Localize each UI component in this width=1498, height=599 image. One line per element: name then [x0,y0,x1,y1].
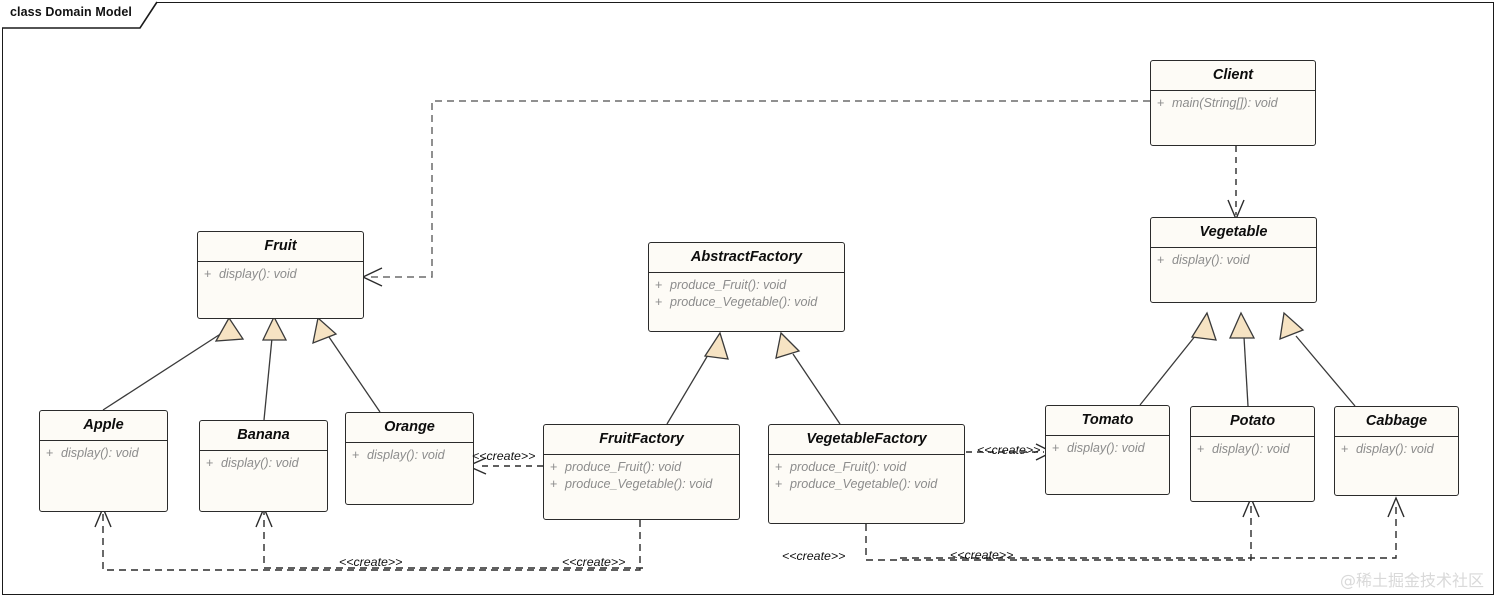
class-name-client: Client [1151,61,1315,91]
operation-row: + display(): void [352,447,467,464]
operation-row: + produce_Vegetable(): void [550,476,733,493]
class-box-apple[interactable]: Apple + display(): void [39,410,168,512]
class-name-potato: Potato [1191,407,1314,437]
operation-signature: produce_Vegetable(): void [670,295,818,309]
class-name-vegetablefactory: VegetableFactory [769,425,964,455]
class-name-abstractfactory: AbstractFactory [649,243,844,273]
visibility-marker: + [1052,441,1060,455]
visibility-marker: + [775,460,783,474]
class-box-vegetable[interactable]: Vegetable + display(): void [1150,217,1317,303]
class-box-tomato[interactable]: Tomato + display(): void [1045,405,1170,495]
stereotype-label-create-tomato: <<create>> [977,443,1041,457]
visibility-marker: + [204,267,212,281]
class-box-orange[interactable]: Orange + display(): void [345,412,474,505]
operation-signature: display(): void [61,446,139,460]
operation-row: + display(): void [1157,252,1310,269]
class-operations-orange: + display(): void [346,443,473,470]
stereotype-label-create-orange: <<create>> [472,449,536,463]
class-name-fruitfactory: FruitFactory [544,425,739,455]
class-operations-banana: + display(): void [200,451,327,478]
operation-row: + produce_Vegetable(): void [775,476,958,493]
operation-row: + produce_Fruit(): void [550,459,733,476]
visibility-marker: + [1197,442,1205,456]
class-operations-vegetablefactory: + produce_Fruit(): void + produce_Vegetabl… [769,455,964,499]
class-operations-client: + main(String[]): void [1151,91,1315,118]
visibility-marker: + [550,477,558,491]
class-operations-abstractfactory: + produce_Fruit(): void + produce_Vegetabl… [649,273,844,317]
operation-row: + display(): void [206,455,321,472]
operation-row: + display(): void [1341,441,1452,458]
operation-row: + display(): void [1052,440,1163,457]
operation-signature: produce_Fruit(): void [790,460,907,474]
stereotype-label-create-banana: <<create>> [562,555,626,569]
class-name-apple: Apple [40,411,167,441]
visibility-marker: + [1341,442,1349,456]
operation-signature: display(): void [367,448,445,462]
operation-signature: produce_Vegetable(): void [565,477,713,491]
class-name-cabbage: Cabbage [1335,407,1458,437]
operation-signature: produce_Vegetable(): void [790,477,938,491]
visibility-marker: + [1157,253,1165,267]
class-operations-fruitfactory: + produce_Fruit(): void + produce_Vegetabl… [544,455,739,499]
class-name-orange: Orange [346,413,473,443]
watermark: @稀土掘金技术社区 [1339,571,1484,590]
operation-signature: main(String[]): void [1172,96,1278,110]
operation-signature: display(): void [1356,442,1434,456]
visibility-marker: + [550,460,558,474]
visibility-marker: + [1157,96,1165,110]
operation-signature: display(): void [1172,253,1250,267]
operation-row: + main(String[]): void [1157,95,1309,112]
operation-signature: display(): void [221,456,299,470]
class-box-vegetablefactory[interactable]: VegetableFactory + produce_Fruit(): void … [768,424,965,524]
class-operations-vegetable: + display(): void [1151,248,1316,275]
operation-row: + produce_Vegetable(): void [655,294,838,311]
operation-row: + produce_Fruit(): void [775,459,958,476]
class-box-client[interactable]: Client + main(String[]): void [1150,60,1316,146]
operation-signature: produce_Fruit(): void [565,460,682,474]
class-box-fruitfactory[interactable]: FruitFactory + produce_Fruit(): void + pro… [543,424,740,520]
class-name-banana: Banana [200,421,327,451]
stereotype-label-create-cabbage: <<create>> [950,548,1014,562]
visibility-marker: + [206,456,214,470]
operation-signature: produce_Fruit(): void [670,278,787,292]
stereotype-label-create-potato: <<create>> [782,549,846,563]
class-box-banana[interactable]: Banana + display(): void [199,420,328,512]
operation-row: + display(): void [1197,441,1308,458]
stereotype-label-create-apple: <<create>> [339,555,403,569]
class-name-vegetable: Vegetable [1151,218,1316,248]
class-operations-tomato: + display(): void [1046,436,1169,463]
operation-signature: display(): void [1067,441,1145,455]
visibility-marker: + [352,448,360,462]
operation-signature: display(): void [1212,442,1290,456]
class-box-fruit[interactable]: Fruit + display(): void [197,231,364,319]
visibility-marker: + [46,446,54,460]
visibility-marker: + [655,295,663,309]
operation-signature: display(): void [219,267,297,281]
visibility-marker: + [655,278,663,292]
class-operations-cabbage: + display(): void [1335,437,1458,464]
class-operations-potato: + display(): void [1191,437,1314,464]
visibility-marker: + [775,477,783,491]
class-box-potato[interactable]: Potato + display(): void [1190,406,1315,502]
class-name-fruit: Fruit [198,232,363,262]
class-operations-apple: + display(): void [40,441,167,468]
class-name-tomato: Tomato [1046,406,1169,436]
operation-row: + produce_Fruit(): void [655,277,838,294]
class-box-abstractfactory[interactable]: AbstractFactory + produce_Fruit(): void +… [648,242,845,332]
frame-title-label: class Domain Model [10,5,132,19]
class-operations-fruit: + display(): void [198,262,363,289]
class-box-cabbage[interactable]: Cabbage + display(): void [1334,406,1459,496]
operation-row: + display(): void [204,266,357,283]
operation-row: + display(): void [46,445,161,462]
